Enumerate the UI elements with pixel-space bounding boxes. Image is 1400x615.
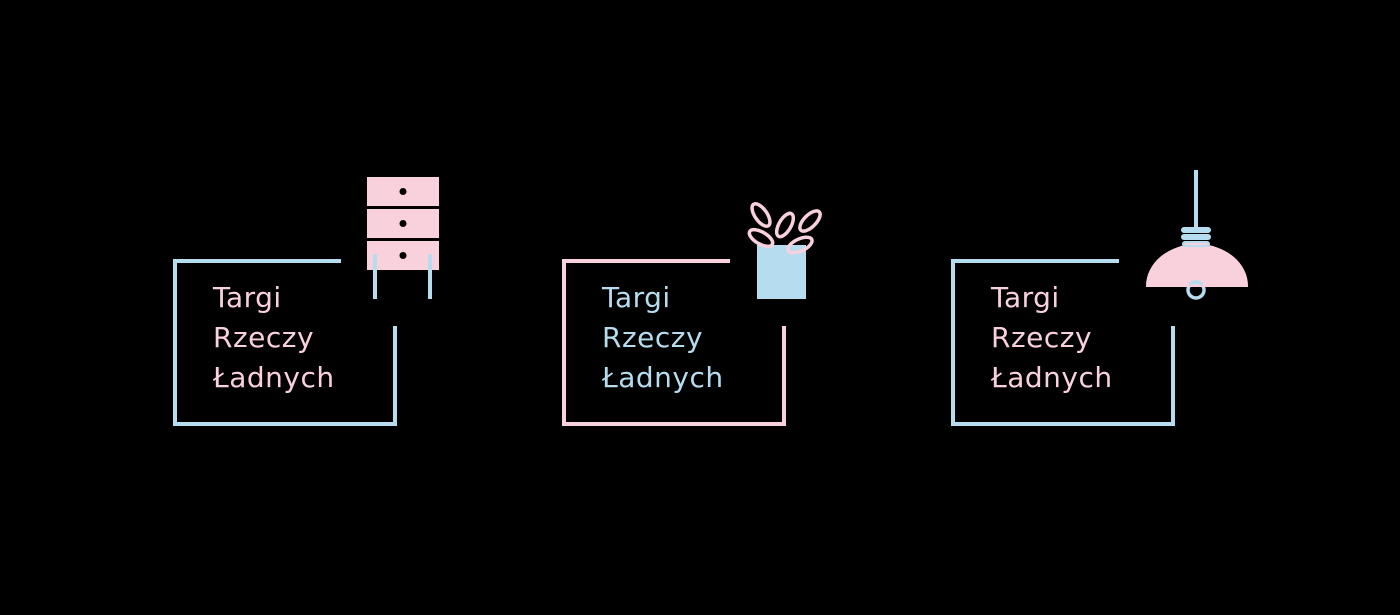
frame-top-line [562, 259, 730, 263]
wordmark: Targi Rzeczy Ładnych [213, 278, 335, 398]
wordmark-line-2: Rzeczy [213, 321, 315, 354]
pendant-lamp-icon [1146, 170, 1248, 300]
frame-right-line [782, 326, 786, 426]
frame-right-line [393, 326, 397, 426]
wordmark-line-1: Targi [991, 281, 1060, 314]
frame-top-line [951, 259, 1119, 263]
logo-dresser: Targi Rzeczy Ładnych [173, 0, 573, 615]
logo-plant: Targi Rzeczy Ładnych [562, 0, 962, 615]
wordmark-line-3: Ładnych [213, 361, 335, 394]
frame-bottom-line [951, 422, 1175, 426]
wordmark-line-3: Ładnych [991, 361, 1113, 394]
wordmark-line-1: Targi [213, 281, 282, 314]
potted-plant-icon [747, 202, 822, 299]
wordmark: Targi Rzeczy Ładnych [991, 278, 1113, 398]
frame-bottom-line [173, 422, 397, 426]
frame-right-line [1171, 326, 1175, 426]
frame-left-line [173, 259, 177, 426]
wordmark-line-2: Rzeczy [602, 321, 704, 354]
logo-lamp: Targi Rzeczy Ładnych [951, 0, 1351, 615]
frame-bottom-line [562, 422, 786, 426]
frame-left-line [951, 259, 955, 426]
wordmark-line-2: Rzeczy [991, 321, 1093, 354]
wordmark: Targi Rzeczy Ładnych [602, 278, 724, 398]
wordmark-line-3: Ładnych [602, 361, 724, 394]
frame-left-line [562, 259, 566, 426]
wordmark-line-1: Targi [602, 281, 671, 314]
dresser-icon [367, 177, 439, 299]
frame-top-line [173, 259, 341, 263]
